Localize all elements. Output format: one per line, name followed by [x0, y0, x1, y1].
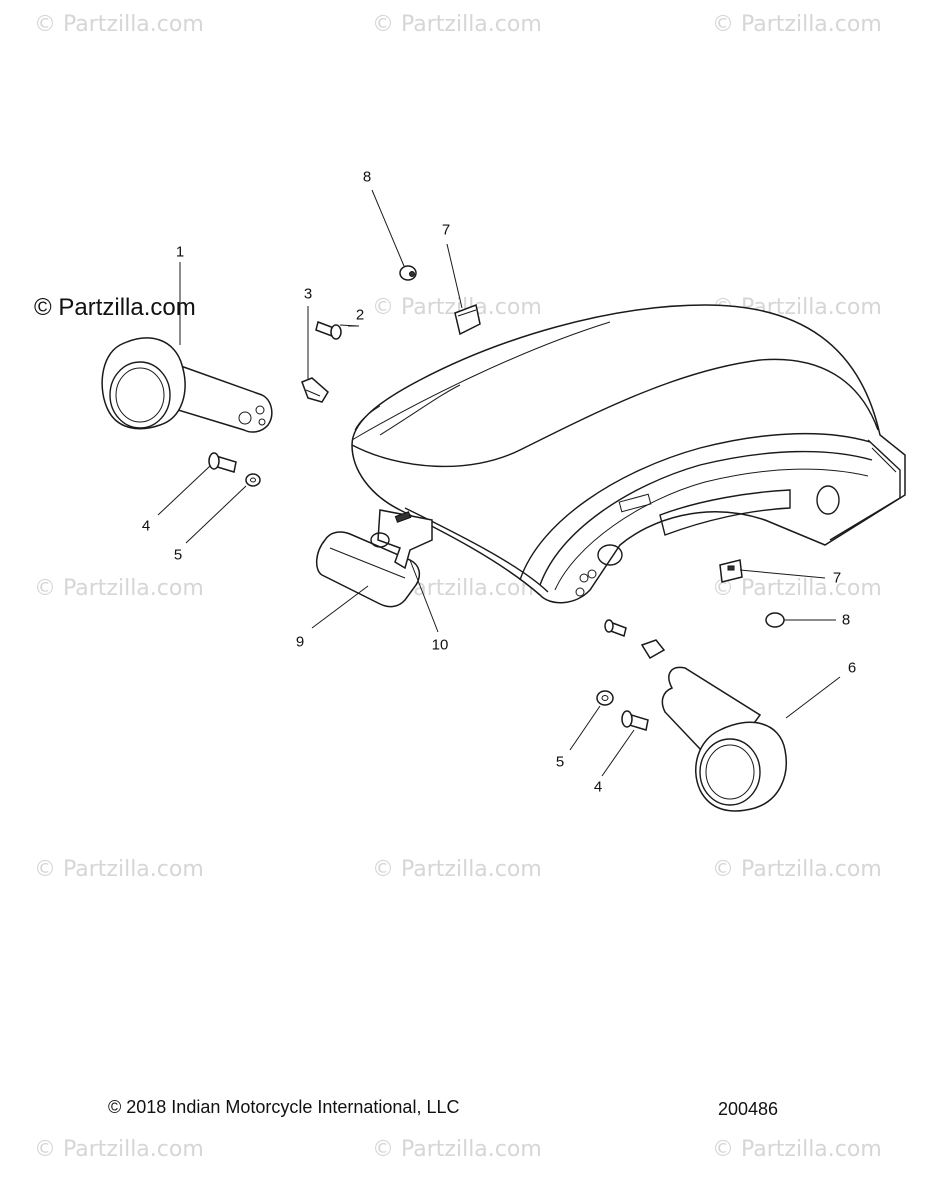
watermark: © Partzilla.com — [34, 857, 204, 882]
callout-5: 5 — [555, 753, 565, 771]
callout-1: 1 — [175, 243, 185, 261]
watermark: © Partzilla.com — [372, 857, 542, 882]
bolt-4-right — [621, 710, 649, 731]
screw-2 — [315, 321, 342, 340]
watermark: © Partzilla.com — [34, 1137, 204, 1162]
rear-fender — [351, 304, 906, 604]
callout-8: 8 — [841, 611, 851, 629]
screw-right — [604, 619, 627, 637]
license-bracket — [370, 509, 433, 570]
clip-right — [640, 639, 666, 660]
washer-5-right — [596, 690, 614, 706]
turn-signal-right — [661, 666, 787, 812]
callout-7: 7 — [441, 221, 451, 239]
license-lamp — [316, 531, 421, 608]
diagram-number: 200486 — [718, 1099, 779, 1119]
clip-nut-7-top — [454, 303, 481, 336]
washer-5-left — [245, 473, 261, 487]
callout-4: 4 — [593, 778, 603, 796]
watermark: © Partzilla.com — [712, 12, 882, 37]
watermark: © Partzilla.com — [712, 576, 882, 601]
callout-5: 5 — [173, 546, 183, 564]
callout-9: 9 — [295, 633, 305, 651]
watermark: © Partzilla.com — [34, 576, 204, 601]
copyright-text: © 2018 Indian Motorcycle International, … — [108, 1097, 460, 1117]
watermark: © Partzilla.com — [712, 857, 882, 882]
plug-8-top — [399, 265, 417, 281]
watermark: © Partzilla.com — [34, 12, 204, 37]
bolt-4-left — [208, 452, 237, 473]
brand-watermark: © Partzilla.com — [34, 294, 196, 321]
callout-8: 8 — [362, 168, 372, 186]
callout-4: 4 — [141, 517, 151, 535]
watermark: © Partzilla.com — [372, 1137, 542, 1162]
watermark: © Partzilla.com — [372, 12, 542, 37]
leader-lines — [157, 189, 841, 777]
watermark: © Partzilla.com — [712, 1137, 882, 1162]
clip-3 — [301, 377, 329, 403]
callout-10: 10 — [431, 636, 449, 654]
callout-6: 6 — [847, 659, 857, 677]
callout-7: 7 — [832, 569, 842, 587]
clip-nut-7-right — [719, 559, 743, 583]
turn-signal-left — [101, 337, 273, 433]
callout-3: 3 — [303, 285, 313, 303]
callout-2: 2 — [355, 306, 365, 324]
plug-8-right — [765, 612, 785, 628]
